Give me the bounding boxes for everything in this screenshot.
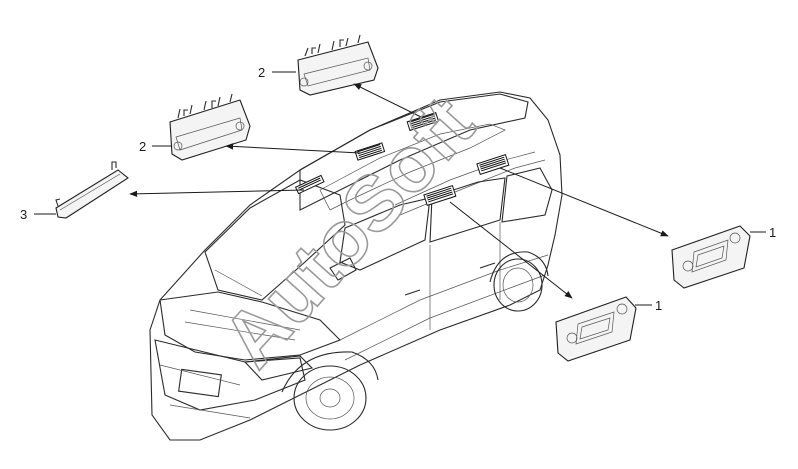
callout-2-middle: 2: [139, 139, 146, 154]
part-2-middle-lamp: [169, 93, 251, 161]
marker-center: [423, 185, 457, 207]
callout-1-right: 1: [769, 225, 776, 240]
arrow-to-part-1-bottom: [449, 201, 573, 299]
arrow-to-part-3: [129, 189, 305, 198]
marker-roof-rear: [406, 111, 440, 132]
part-1-bottom-lamp: [555, 296, 637, 362]
arrow-lines: [129, 83, 669, 299]
part-2-top-lamp: [297, 34, 379, 96]
marker-roof-mid: [354, 142, 386, 161]
marker-front: [294, 174, 325, 195]
callout-3: 3: [20, 207, 27, 222]
arrow-to-part-2-top: [353, 83, 424, 119]
marker-rear-right: [476, 154, 510, 176]
part-1-right-lamp: [671, 225, 751, 289]
installed-part-markers: [294, 111, 510, 207]
arrow-to-part-1-right: [499, 167, 669, 237]
arrow-to-part-2-middle: [225, 143, 361, 154]
callout-2-top: 2: [258, 65, 265, 80]
callouts: 2 2 3 1 1: [20, 65, 776, 313]
vehicle-illustration: [149, 91, 563, 441]
callout-1-bottom: 1: [655, 298, 662, 313]
part-3-strip-lamp: [55, 161, 129, 219]
